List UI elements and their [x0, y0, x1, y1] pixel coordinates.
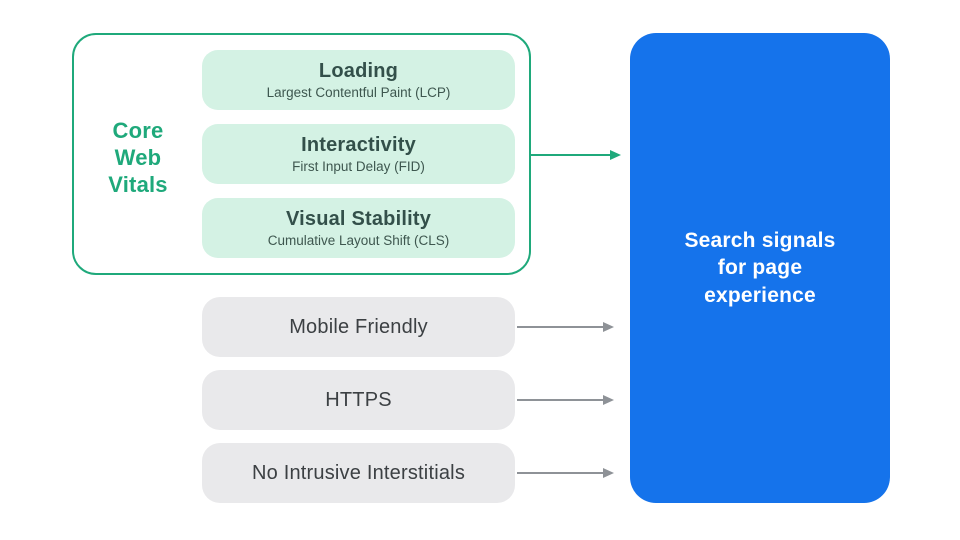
arrow-line [531, 153, 610, 157]
metric-card-interactivity: Interactivity First Input Delay (FID) [202, 124, 515, 184]
signal-box-mobile-friendly: Mobile Friendly [202, 297, 515, 357]
signal-label: HTTPS [325, 388, 392, 411]
arrow-core-web-vitals [531, 148, 621, 162]
metric-subtitle: Largest Contentful Paint (LCP) [266, 85, 451, 100]
core-web-vitals-label-line: Vitals [108, 172, 168, 197]
arrow-line [517, 399, 603, 401]
arrow-no-intrusive-interstitials [517, 466, 614, 480]
arrow-head-icon [603, 322, 614, 332]
arrow-head-icon [610, 150, 621, 160]
metric-card-visual-stability: Visual Stability Cumulative Layout Shift… [202, 198, 515, 258]
metric-title: Interactivity [301, 134, 416, 156]
result-label-line: Search signals [684, 228, 836, 252]
signal-label: No Intrusive Interstitials [251, 461, 466, 484]
metric-title: Visual Stability [285, 208, 432, 230]
metric-subtitle: First Input Delay (FID) [292, 159, 425, 174]
arrow-mobile-friendly [517, 320, 614, 334]
core-web-vitals-group: Core Web Vitals Loading Largest Contentf… [72, 33, 531, 275]
arrow-https [517, 393, 614, 407]
core-web-vitals-label-line: Core [112, 118, 164, 143]
signal-label: Mobile Friendly [289, 315, 428, 338]
arrow-line [517, 472, 603, 474]
search-signals-result-box: Search signals for page experience [630, 33, 890, 503]
core-web-vitals-label-line: Web [114, 145, 162, 170]
metric-title: Loading [318, 60, 399, 82]
metric-card-loading: Loading Largest Contentful Paint (LCP) [202, 50, 515, 110]
metric-subtitle: Cumulative Layout Shift (CLS) [267, 233, 450, 248]
core-web-vitals-label: Core Web Vitals [82, 117, 194, 198]
signal-box-https: HTTPS [202, 370, 515, 430]
arrow-head-icon [603, 468, 614, 478]
result-label-line: for page [717, 256, 803, 280]
arrow-line [517, 326, 603, 328]
arrow-head-icon [603, 395, 614, 405]
result-label-line: experience [704, 283, 816, 307]
signal-box-no-intrusive-interstitials: No Intrusive Interstitials [202, 443, 515, 503]
